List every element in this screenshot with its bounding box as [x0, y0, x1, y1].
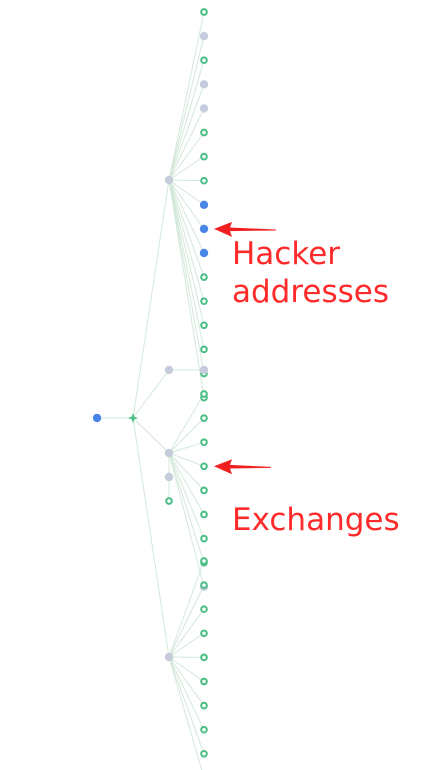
edge-hub-4-child — [168, 584, 205, 658]
edge-hub-4-child — [168, 656, 205, 706]
hub-4-node — [164, 652, 174, 662]
distribution-node — [128, 413, 138, 423]
edge-hub-4-child — [168, 608, 205, 658]
exchange-node — [200, 8, 208, 16]
exchange-node — [200, 321, 208, 330]
edge-hub-4-child — [168, 560, 205, 658]
edge-hub-3-child — [168, 452, 205, 563]
exchange-node — [200, 273, 208, 281]
edge-hub-4-child — [168, 656, 205, 730]
intermediate-node — [164, 472, 174, 482]
hacker-node — [199, 248, 209, 258]
exchange-node — [200, 725, 208, 734]
exchange-node — [200, 749, 208, 758]
exchange-node — [200, 701, 208, 710]
source-hacker-node — [92, 413, 102, 423]
exchange-node — [200, 486, 208, 495]
exchange-node — [200, 510, 208, 519]
exchange-node — [200, 438, 208, 447]
exchange-node — [200, 629, 208, 638]
exchange-node — [200, 534, 208, 543]
edge-hub-1-child — [168, 156, 205, 181]
edge-mid-hub-1 — [132, 179, 170, 419]
edge-hub-1-child — [168, 60, 205, 181]
exchange-node — [200, 581, 208, 589]
edge-hub-1-child — [168, 179, 205, 326]
graph-edges — [97, 11, 205, 770]
intermediate-node — [199, 365, 209, 375]
annotation-arrows — [214, 221, 276, 475]
exchange-node — [200, 152, 208, 161]
intermediate-node — [199, 80, 209, 89]
edge-hub-1-child — [168, 11, 205, 181]
exchange-node — [165, 497, 173, 505]
annotation-arrow-hacker — [214, 221, 276, 237]
edge-hub-4-child — [168, 632, 205, 658]
hacker-label-line2: addresses — [232, 273, 390, 310]
edge-hub-3-child — [168, 452, 205, 539]
exchanges-label: Exchanges — [232, 502, 400, 538]
edge-hub-3-child — [168, 452, 205, 515]
edge-hub-3-child — [168, 452, 205, 587]
edge-hub-1-child — [168, 179, 205, 374]
edge-hub-3-child — [168, 417, 205, 454]
graph-nodes — [92, 8, 209, 758]
edge-hub-3-child — [168, 452, 205, 467]
edge-hub-1-child — [168, 132, 205, 181]
exchange-node — [200, 345, 208, 354]
exchange-node — [200, 462, 208, 471]
exchange-node — [200, 176, 208, 185]
hacker-node — [199, 200, 209, 209]
hacker-label-line1: Hacker — [232, 236, 341, 272]
edge-hub-1-child — [168, 179, 205, 302]
edge-hub-1-child — [168, 179, 205, 182]
edge-hub-4-child — [168, 656, 205, 754]
exchange-node — [200, 557, 208, 565]
exchange-node — [200, 128, 208, 137]
edge-hub-1-child — [168, 179, 205, 278]
hacker-node — [199, 224, 209, 234]
edge-mid-hub-4 — [132, 417, 170, 658]
exchange-node — [200, 390, 208, 398]
edge-hub-4-child — [168, 656, 203, 770]
edge-hub-1-child — [168, 179, 205, 254]
exchange-node — [200, 605, 208, 614]
edge-mid-hub-2 — [132, 369, 170, 419]
edge-hub-1-child — [168, 179, 205, 206]
intermediate-node — [199, 31, 209, 41]
exchange-node — [200, 414, 208, 422]
exchange-node — [200, 677, 208, 686]
annotation-arrow-exchange — [214, 459, 271, 475]
edge-hub-1-child — [168, 108, 205, 181]
intermediate-node — [199, 104, 209, 113]
edge-hub-3-child — [168, 452, 205, 491]
hub-1-node — [164, 175, 174, 185]
exchange-node — [200, 653, 208, 662]
edge-hub-4-child — [168, 656, 205, 682]
edge-hub-3-child — [168, 393, 205, 454]
exchange-node — [200, 56, 208, 65]
hacker-addresses-label: Hacker addresses — [232, 236, 389, 312]
hub-2-node — [164, 365, 174, 375]
hub-3-node — [164, 448, 174, 458]
edge-hub-1-child — [168, 179, 205, 230]
edge-hub-1-child — [168, 84, 205, 181]
exchange-node — [200, 297, 208, 306]
edge-hub-3-child — [168, 441, 205, 454]
edge-hub-1-child — [168, 179, 205, 350]
edge-hub-1-child — [168, 35, 205, 181]
edge-mid-hub-3 — [132, 417, 170, 454]
edge-hub-1-child — [168, 179, 205, 398]
